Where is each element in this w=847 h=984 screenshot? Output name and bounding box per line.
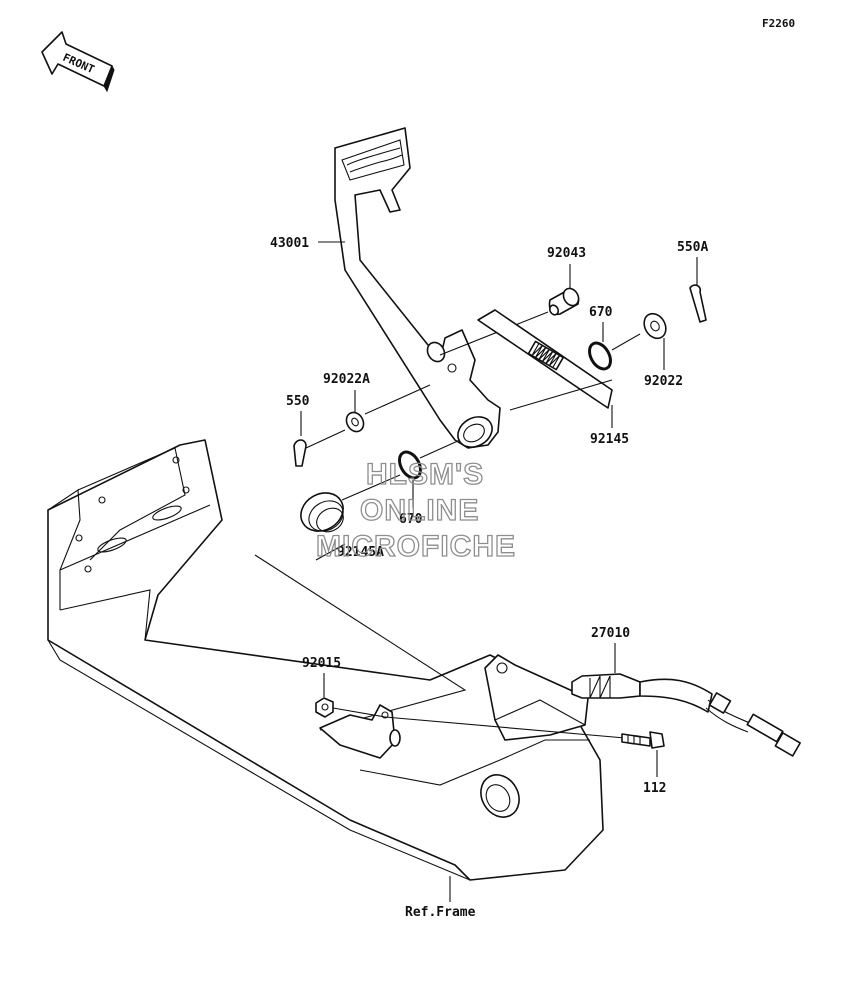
frame-bracket <box>47 439 604 881</box>
label-92145a: 92145A <box>337 545 384 560</box>
diagram-code: F2260 <box>762 17 795 30</box>
o-ring-upper <box>588 341 612 371</box>
label-92043: 92043 <box>547 246 586 261</box>
bolt <box>621 731 665 749</box>
label-ref-frame: Ref.Frame <box>405 905 476 920</box>
cotter-pin-a <box>689 284 707 323</box>
label-112: 112 <box>643 781 666 796</box>
brake-switch <box>571 673 801 757</box>
o-ring-lower <box>398 450 422 480</box>
pedal-mount-plate <box>319 704 401 759</box>
cotter-pin <box>293 439 307 467</box>
label-92022a: 92022A <box>323 372 370 387</box>
spring <box>477 309 613 409</box>
label-550: 550 <box>286 394 310 409</box>
watermark-line-1: HLSM'S <box>366 458 484 491</box>
label-43001: 43001 <box>270 236 309 251</box>
brake-pedal <box>334 127 501 449</box>
label-92145: 92145 <box>590 432 629 447</box>
label-550a: 550A <box>677 240 708 255</box>
washer-left <box>345 411 365 433</box>
pivot-bolt <box>548 287 580 316</box>
nut <box>315 697 334 718</box>
front-arrow-icon: FRONT <box>41 31 115 93</box>
label-92022: 92022 <box>644 374 683 389</box>
label-670-lower: 670 <box>399 512 423 527</box>
return-spring <box>300 492 346 561</box>
label-27010: 27010 <box>591 626 630 641</box>
watermark-line-3: MICROFICHE <box>316 530 516 563</box>
watermark-line-2: ONLINE <box>360 494 479 527</box>
label-92015: 92015 <box>302 656 341 671</box>
washer-right <box>643 312 667 340</box>
label-670-upper: 670 <box>589 305 613 320</box>
